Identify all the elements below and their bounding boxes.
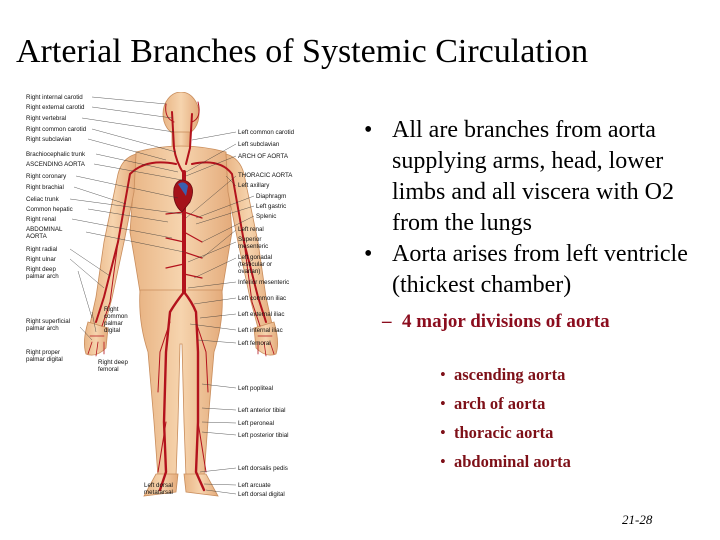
label-diaphragm: Diaphragm	[256, 193, 287, 200]
label-left-arcuate: Left arcuate	[238, 482, 271, 489]
heart-icon	[173, 179, 193, 213]
label-left-external-iliac: Left external iliac	[238, 311, 285, 318]
label-common-hepatic: Common hepatic	[26, 206, 73, 213]
bullet-dot-icon: •	[440, 452, 446, 471]
label-left-popliteal: Left popliteal	[238, 385, 274, 392]
label-ascending-aorta: ASCENDING AORTA	[26, 161, 85, 168]
label-right-subclavian: Right subclavian	[26, 136, 72, 143]
bullet-dot-icon: •	[440, 423, 446, 442]
label-left-internal-iliac: Left internal iliac	[238, 327, 283, 334]
body-artery-drawing	[69, 92, 278, 497]
right-leader-lines	[185, 131, 255, 495]
label-left-gastric: Left gastric	[256, 203, 287, 210]
division-item: • ascending aorta	[440, 360, 640, 389]
bullet-text: All are branches from aorta supplying ar…	[392, 117, 674, 236]
label-superior-mesenteric: Superior mesenteric	[238, 236, 269, 250]
label-left-anterior-tibial: Left anterior tibial	[238, 407, 286, 414]
division-item: • arch of aorta	[440, 389, 640, 418]
division-text: abdominal aorta	[454, 452, 571, 471]
bullet-dot-icon: •	[364, 241, 373, 267]
label-abdominal-aorta: ABDOMINAL AORTA	[26, 226, 63, 240]
label-left-common-carotid: Left common carotid	[238, 129, 295, 136]
bullet-item: • All are branches from aorta supplying …	[362, 115, 712, 239]
dash-icon: –	[382, 311, 392, 332]
label-right-radial: Right radial	[26, 246, 58, 253]
label-right-deep-femoral: Right deep femoral	[98, 359, 128, 373]
arterial-system-illustration: Right internal carotid Right external ca…	[26, 92, 356, 507]
division-text: thoracic aorta	[454, 423, 554, 442]
slide-title: Arterial Branches of Systemic Circulatio…	[16, 33, 589, 70]
label-right-ulnar: Right ulnar	[26, 256, 56, 263]
label-left-femoral: Left femoral	[238, 340, 271, 347]
label-right-deep-palmar-arch: Right deep palmar arch	[26, 266, 59, 280]
label-right-vertebral: Right vertebral	[26, 115, 67, 122]
label-left-gonadal: Left gonadal (testicular or ovarian)	[238, 254, 273, 275]
division-item: • thoracic aorta	[440, 418, 640, 447]
label-right-common-carotid: Right common carotid	[26, 126, 87, 133]
label-thoracic-aorta: THORACIC AORTA	[238, 172, 293, 179]
label-right-superficial-palmar-arch: Right superficial palmar arch	[26, 318, 71, 332]
bullet-dot-icon: •	[440, 394, 446, 413]
label-right-coronary: Right coronary	[26, 173, 67, 180]
label-inferior-mesenteric: Inferior mesenteric	[238, 279, 290, 286]
label-left-posterior-tibial: Left posterior tibial	[238, 432, 289, 439]
sub-bullet-item: – 4 major divisions of aorta	[382, 309, 712, 335]
label-right-internal-carotid: Right internal carotid	[26, 94, 83, 101]
bullet-text: Aorta arises from left ventricle (thicke…	[392, 241, 688, 298]
label-arch-of-aorta: ARCH OF AORTA	[238, 153, 288, 160]
label-left-renal: Left renal	[238, 226, 264, 233]
page-number: 21-28	[622, 512, 653, 527]
label-left-peroneal: Left peroneal	[238, 420, 275, 427]
label-left-subclavian: Left subclavian	[238, 141, 280, 148]
division-text: ascending aorta	[454, 365, 566, 384]
label-celiac-trunk: Celiac trunk	[26, 196, 59, 203]
bullet-dot-icon: •	[440, 365, 446, 384]
bullet-list: • All are branches from aorta supplying …	[362, 115, 712, 335]
sub-bullet-text: 4 major divisions of aorta	[402, 311, 610, 332]
bullet-dot-icon: •	[364, 117, 373, 143]
label-right-common-palmar-digital: Right common palmar digital	[104, 306, 128, 334]
bullet-item: • Aorta arises from left ventricle (thic…	[362, 239, 712, 301]
label-right-renal: Right renal	[26, 216, 56, 223]
label-right-brachial: Right brachial	[26, 184, 64, 191]
label-left-common-iliac: Left common iliac	[238, 295, 287, 302]
label-left-dorsal-metatarsal: Left dorsal metatarsal	[144, 482, 173, 496]
division-item: • abdominal aorta	[440, 447, 640, 476]
label-splenic: Splenic	[256, 213, 277, 220]
left-leader-lines	[69, 96, 185, 341]
label-left-axillary: Left axillary	[238, 182, 270, 189]
division-text: arch of aorta	[454, 394, 546, 413]
aorta-divisions-list: • ascending aorta • arch of aorta • thor…	[440, 360, 640, 476]
label-left-dorsal-digital: Left dorsal digital	[238, 491, 285, 498]
label-left-dorsalis-pedis: Left dorsalis pedis	[238, 465, 288, 472]
label-right-external-carotid: Right external carotid	[26, 104, 85, 111]
label-brachiocephalic-trunk: Brachiocephalic trunk	[26, 151, 86, 158]
label-right-proper-palmar-digital: Right proper palmar digital	[26, 349, 63, 363]
